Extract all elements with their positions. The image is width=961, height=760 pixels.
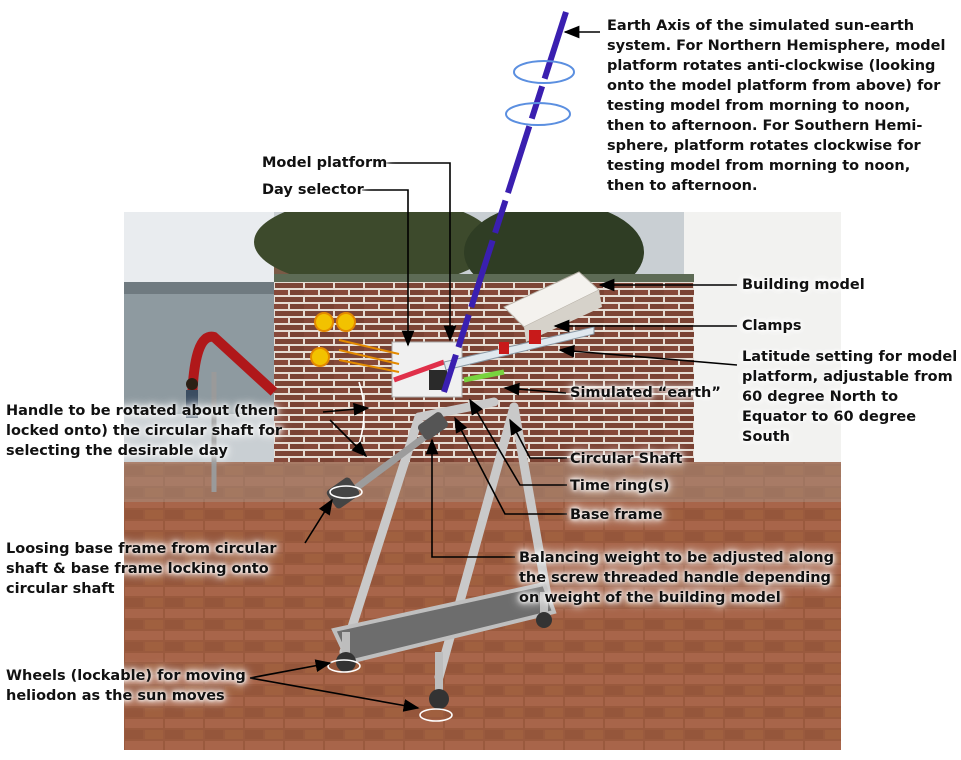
building-model-label: Building model [742, 277, 865, 293]
simulated-earth-label: Simulated “earth” [570, 385, 721, 401]
model-platform-label: Model platform [262, 155, 388, 171]
time-rings-label: Time ring(s) [570, 478, 670, 494]
balancing-weight-label: Balancing weight to be adjusted along th… [519, 550, 835, 606]
handle-label: Handle to be rotated about (then locked … [6, 403, 283, 459]
circular-shaft-label: Circular Shaft [570, 451, 683, 467]
loosing-base-label: Loosing base frame from circular shaft &… [6, 541, 277, 597]
latitude-setting-label: Latitude setting for model platform, adj… [742, 349, 958, 445]
clamps-label: Clamps [742, 318, 802, 334]
sun-icon [310, 312, 356, 367]
rotation-arrow-icon [505, 60, 575, 126]
base-frame-label: Base frame [570, 507, 663, 523]
day-selector-label: Day selector [262, 182, 364, 198]
earth-axis-label: Earth Axis of the simulated sun-earth sy… [607, 18, 946, 194]
wheels-label: Wheels (lockable) for moving heliodon as… [6, 668, 246, 704]
